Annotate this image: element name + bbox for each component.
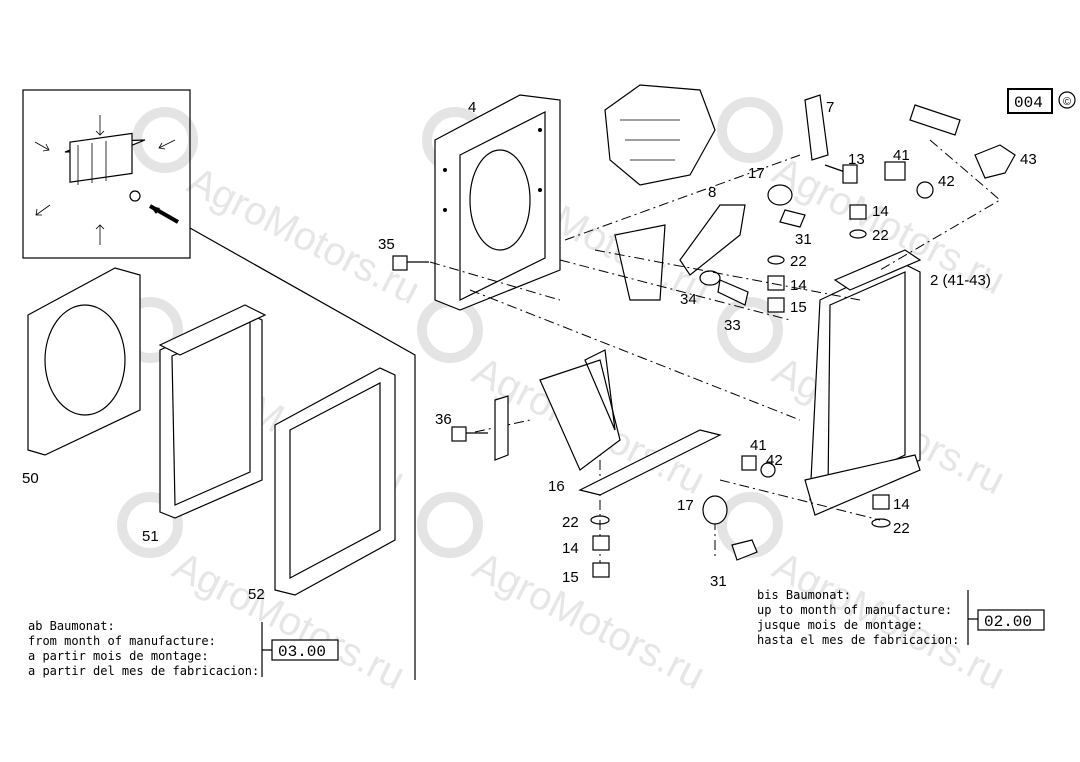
part-label: 15: [790, 299, 807, 316]
part-label: 31: [710, 573, 727, 590]
part-label: 51: [142, 528, 159, 545]
part-label: 33: [724, 317, 741, 334]
part-label: 31: [795, 231, 812, 248]
part-label: 14: [790, 277, 807, 294]
up-to-month-value: 02.00: [984, 613, 1032, 631]
airflow-detail-inset: [22, 89, 416, 680]
support-bracket-part-16: [539, 349, 722, 496]
part-label: 16: [548, 478, 565, 495]
rubber-mount-part-17: [767, 184, 806, 228]
part-number-labels: 4 7 13 41 42 43 17 8 31 14 22 22 14 15 3…: [22, 99, 1037, 603]
part-label: 22: [872, 227, 889, 244]
note-line: bis Baumonat:: [757, 588, 851, 602]
part-label: 42: [766, 452, 783, 469]
copyright-symbol: ©: [1063, 96, 1071, 108]
fan-shroud-part-50: [27, 267, 141, 456]
bolt-part-13: [824, 164, 858, 184]
part-label: 43: [1020, 151, 1037, 168]
part-label: 41: [893, 147, 910, 164]
part-label: 17: [677, 497, 694, 514]
part-label: 7: [826, 99, 834, 116]
part-label: 36: [435, 411, 452, 428]
radiator-part-51: [158, 304, 267, 519]
fasteners-middle: [590, 455, 891, 578]
from-month-value: 03.00: [278, 643, 326, 661]
part-label: 22: [790, 253, 807, 270]
part-label: 17: [748, 165, 765, 182]
note-from-month: ab Baumonat: from month of manufacture: …: [28, 619, 339, 678]
engine-block: [604, 84, 716, 186]
part-label: 22: [893, 520, 910, 537]
diagram-code: 004: [1014, 94, 1043, 112]
fasteners-top: [392, 204, 867, 313]
note-line: ab Baumonat:: [28, 619, 115, 633]
part-label: 42: [938, 173, 955, 190]
mounting-bracket-part-8: [614, 204, 746, 301]
part-label: 41: [750, 437, 767, 454]
part-label: 8: [708, 184, 716, 201]
note-line: hasta el mes de fabricacion:: [757, 633, 959, 647]
part-label: 50: [22, 470, 39, 487]
frame-part-52: [274, 367, 396, 596]
bolt-part-36: [451, 395, 509, 461]
note-up-to-month: bis Baumonat: up to month of manufacture…: [757, 588, 1045, 647]
part-label: 4: [468, 99, 476, 116]
part-label: 14: [872, 203, 889, 220]
note-line: up to month of manufacture:: [757, 603, 952, 617]
hose-fitting-part-41: [884, 104, 1016, 199]
note-line: a partir del mes de fabricacion:: [28, 664, 259, 678]
radiator-part-2: [804, 249, 922, 516]
part-label: 15: [562, 569, 579, 586]
air-flow-arrows-icon: [34, 115, 179, 245]
part-label: 52: [248, 586, 265, 603]
center-lines: [429, 139, 1001, 565]
bracket-part-7: [804, 94, 829, 161]
watermark-text: AgroMotors.ru: [466, 544, 712, 698]
part-label: 13: [848, 151, 865, 168]
part-label: 35: [378, 236, 395, 253]
part-label: 2 (41-43): [930, 272, 991, 289]
watermark-gear-icon: [117, 97, 783, 558]
note-line: a partir mois de montage:: [28, 649, 209, 663]
note-line: jusque mois de montage:: [757, 618, 923, 632]
part-label: 14: [562, 540, 579, 557]
part-label: 14: [893, 496, 910, 513]
part-label: 22: [562, 514, 579, 531]
note-line: from month of manufacture:: [28, 634, 216, 648]
diagram-code-box: 004 ©: [1007, 88, 1076, 114]
fan-shroud-part-4: [434, 94, 561, 311]
part-label: 34: [680, 291, 697, 308]
